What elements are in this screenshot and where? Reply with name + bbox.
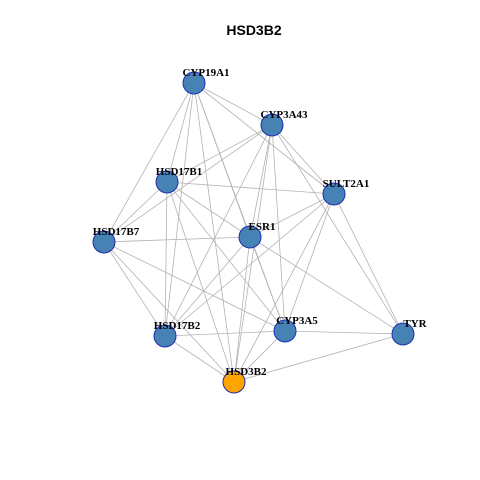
node-hsd17b2[interactable] bbox=[153, 324, 177, 348]
edge-hsd17b2-cyp3a5 bbox=[164, 330, 286, 337]
edge-sult2a1-esr1 bbox=[249, 193, 335, 238]
node-label-cyp3a43: CYP3A43 bbox=[260, 109, 308, 121]
edge-esr1-tyr bbox=[249, 236, 404, 335]
node-label-sult2a1: SULT2A1 bbox=[323, 178, 370, 190]
edge-hsd17b2-hsd3b2 bbox=[164, 335, 235, 383]
edge-hsd17b7-cyp3a5 bbox=[103, 241, 286, 332]
edge-esr1-cyp3a5 bbox=[249, 236, 286, 332]
edge-cyp3a43-hsd3b2 bbox=[233, 124, 273, 383]
node-layer bbox=[92, 71, 415, 394]
edge-cyp3a43-esr1 bbox=[249, 124, 273, 238]
edge-hsd17b7-esr1 bbox=[103, 236, 251, 243]
node-label-hsd17b2: HSD17B2 bbox=[154, 320, 201, 332]
edge-cyp19a1-hsd3b2 bbox=[193, 82, 235, 383]
edge-cyp19a1-hsd17b1 bbox=[166, 82, 195, 183]
edge-cyp19a1-hsd17b2 bbox=[164, 82, 195, 337]
edge-hsd17b1-sult2a1 bbox=[166, 181, 335, 195]
edge-cyp19a1-sult2a1 bbox=[193, 82, 335, 195]
edge-hsd17b1-hsd3b2 bbox=[166, 181, 235, 383]
edge-cyp3a5-tyr bbox=[284, 330, 404, 335]
edge-cyp3a43-sult2a1 bbox=[271, 124, 335, 195]
edge-hsd17b1-hsd17b7 bbox=[103, 181, 168, 243]
node-cyp19a1[interactable] bbox=[182, 71, 206, 95]
edge-hsd17b7-hsd3b2 bbox=[103, 241, 235, 383]
node-label-tyr: TYR bbox=[403, 318, 427, 330]
edge-hsd17b1-hsd17b2 bbox=[164, 181, 168, 337]
node-cyp3a43[interactable] bbox=[260, 113, 284, 137]
edge-cyp19a1-cyp3a43 bbox=[193, 82, 273, 126]
node-hsd3b2[interactable] bbox=[222, 370, 246, 394]
node-label-cyp19a1: CYP19A1 bbox=[182, 67, 229, 79]
edge-hsd17b1-cyp3a5 bbox=[166, 181, 286, 332]
edge-hsd17b1-esr1 bbox=[166, 181, 251, 238]
edge-sult2a1-cyp3a5 bbox=[284, 193, 335, 332]
node-label-hsd17b1: HSD17B1 bbox=[156, 166, 202, 178]
node-cyp3a5[interactable] bbox=[273, 319, 297, 343]
node-label-hsd17b7: HSD17B7 bbox=[93, 226, 140, 238]
edge-sult2a1-tyr bbox=[333, 193, 404, 335]
edge-esr1-hsd17b2 bbox=[164, 236, 251, 337]
edge-cyp3a43-hsd17b1 bbox=[166, 124, 273, 183]
edge-cyp19a1-hsd17b7 bbox=[103, 82, 195, 243]
edge-layer bbox=[103, 82, 404, 383]
edge-sult2a1-hsd17b2 bbox=[164, 193, 335, 337]
edge-esr1-hsd3b2 bbox=[233, 236, 251, 383]
graph-title: HSD3B2 bbox=[226, 22, 281, 38]
node-label-hsd3b2: HSD3B2 bbox=[226, 366, 267, 378]
edge-cyp3a43-tyr bbox=[271, 124, 404, 335]
edge-cyp3a43-hsd17b2 bbox=[164, 124, 273, 337]
node-esr1[interactable] bbox=[238, 225, 262, 249]
node-hsd17b1[interactable] bbox=[155, 170, 179, 194]
node-label-cyp3a5: CYP3A5 bbox=[276, 315, 318, 327]
node-hsd17b7[interactable] bbox=[92, 230, 116, 254]
edge-tyr-hsd3b2 bbox=[233, 333, 404, 383]
edge-cyp3a5-hsd3b2 bbox=[233, 330, 286, 383]
node-label-esr1: ESR1 bbox=[249, 221, 276, 233]
edge-hsd17b7-hsd17b2 bbox=[103, 241, 166, 337]
node-sult2a1[interactable] bbox=[322, 182, 346, 206]
edge-cyp3a43-cyp3a5 bbox=[271, 124, 286, 332]
edge-sult2a1-hsd3b2 bbox=[233, 193, 335, 383]
node-tyr[interactable] bbox=[391, 322, 415, 346]
